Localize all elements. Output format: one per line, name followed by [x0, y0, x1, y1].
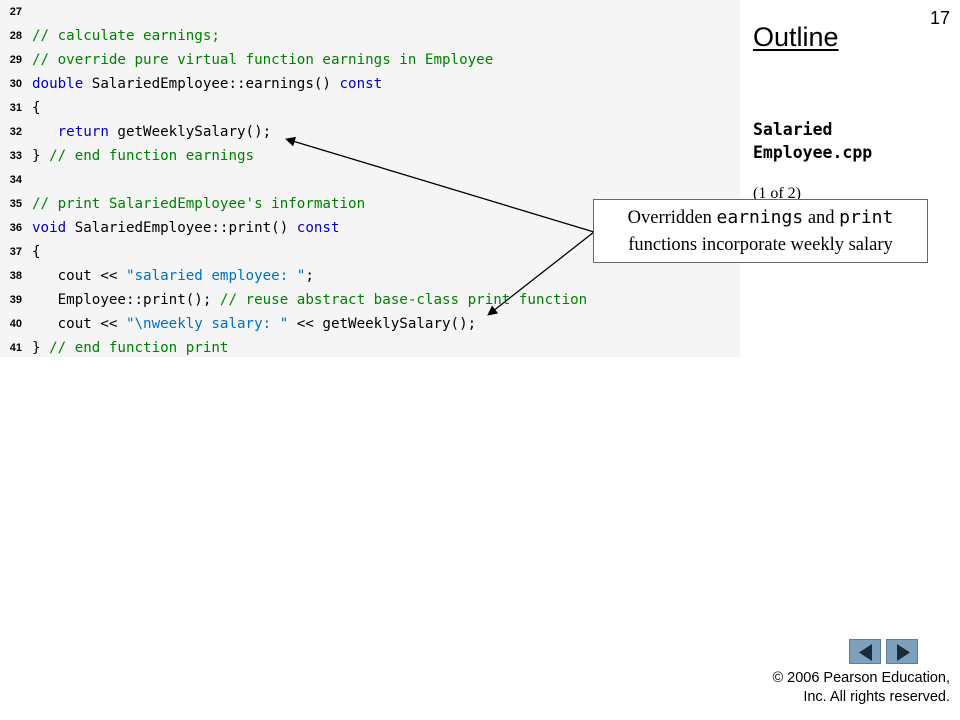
callout-text-suffix: functions incorporate weekly salary [628, 235, 893, 255]
code-keyword: double [32, 76, 84, 92]
code-line: 31 { [0, 96, 41, 120]
code-token: ; [305, 268, 314, 284]
code-line: 36 void SalariedEmployee::print() const [0, 216, 340, 240]
code-keyword: return [57, 124, 109, 140]
line-number: 33 [9, 150, 22, 162]
callout-box: Overridden earnings and print functions … [593, 199, 928, 263]
code-string: "salaried employee: " [125, 268, 306, 284]
copyright-line-1: © 2006 Pearson Education, [772, 670, 950, 686]
previous-slide-button[interactable] [849, 639, 881, 664]
code-line: 35 // print SalariedEmployee's informatio… [0, 192, 365, 216]
line-number: 41 [9, 342, 22, 354]
code-text: { [32, 240, 41, 264]
line-number: 37 [9, 246, 22, 258]
code-token: getWeeklySalary(); [108, 124, 272, 140]
code-token: SalariedEmployee::earnings() [83, 76, 340, 92]
callout-text-prefix: Overridden [627, 208, 717, 228]
line-number: 40 [9, 318, 22, 330]
code-line: 30 double SalariedEmployee::earnings() co… [0, 72, 382, 96]
slide-number: 17 [929, 8, 950, 28]
code-text: { [32, 96, 41, 120]
next-slide-button[interactable] [886, 639, 918, 664]
page-indicator: (1 of 2) [753, 185, 801, 202]
code-text: } // end function print [32, 336, 228, 360]
code-text: // print SalariedEmployee's information [32, 192, 365, 216]
code-token: { [32, 244, 41, 260]
code-line: 33} // end function earnings [0, 144, 254, 168]
line-number: 36 [9, 222, 22, 234]
line-number: 28 [9, 30, 22, 42]
code-comment: // override pure virtual function earnin… [32, 52, 494, 68]
code-text: } // end function earnings [32, 144, 254, 168]
code-text: cout << "\nweekly salary: " << getWeekly… [32, 312, 477, 336]
line-number: 30 [9, 78, 22, 90]
code-keyword: const [339, 76, 383, 92]
line-number: 29 [9, 54, 22, 66]
code-line: 39 Employee::print(); // reuse abstract … [0, 288, 587, 312]
code-comment: // reuse abstract base-class print funct… [219, 292, 588, 308]
code-listing: 27 28 // calculate earnings; 29 // override … [0, 0, 740, 357]
code-line: 28 // calculate earnings; [0, 24, 220, 48]
callout-text-middle: and [803, 208, 840, 228]
code-token: } [32, 340, 50, 356]
code-token: cout << [32, 268, 126, 284]
code-token: SalariedEmployee::print() [66, 220, 297, 236]
code-line: 34 [0, 168, 32, 192]
code-comment: // print SalariedEmployee's information [32, 196, 366, 212]
outline-title[interactable]: Outline [753, 22, 839, 52]
code-keyword: const [296, 220, 340, 236]
code-line: 40 cout << "\nweekly salary: " << getWee… [0, 312, 476, 336]
line-number: 39 [9, 294, 22, 306]
triangle-left-icon [859, 644, 872, 661]
code-token: { [32, 100, 41, 116]
line-number: 35 [9, 198, 22, 210]
code-text: void SalariedEmployee::print() const [32, 216, 340, 240]
code-line: 27 [0, 0, 32, 24]
code-string: "\nweekly salary: " [125, 316, 289, 332]
code-text: cout << "salaried employee: "; [32, 264, 314, 288]
code-text: // override pure virtual function earnin… [32, 48, 493, 72]
code-text: Employee::print(); // reuse abstract bas… [32, 288, 588, 312]
code-token [32, 124, 58, 140]
code-comment: // calculate earnings; [32, 28, 220, 44]
line-number: 34 [9, 174, 22, 186]
code-keyword: void [32, 220, 67, 236]
copyright-line-2: Inc. All rights reserved. [803, 689, 950, 705]
code-text: // calculate earnings; [32, 24, 220, 48]
triangle-right-icon [897, 644, 910, 661]
line-number: 27 [9, 6, 22, 18]
copyright-notice: © 2006 Pearson Education, Inc. All right… [730, 669, 950, 707]
code-text: return getWeeklySalary(); [32, 120, 272, 144]
code-token: Employee::print(); [32, 292, 220, 308]
line-number: 32 [9, 126, 22, 138]
callout-code-earnings: earnings [716, 207, 804, 228]
code-line: 37 { [0, 240, 41, 264]
code-token: } [32, 148, 50, 164]
callout-code-print: print [839, 207, 894, 228]
code-comment: // end function print [49, 340, 229, 356]
code-text: double SalariedEmployee::earnings() cons… [32, 72, 382, 96]
code-comment: // end function earnings [49, 148, 255, 164]
line-number: 38 [9, 270, 22, 282]
code-line: 38 cout << "salaried employee: "; [0, 264, 314, 288]
line-number: 31 [9, 102, 22, 114]
code-line: 41} // end function print [0, 336, 229, 360]
code-line: 29 // override pure virtual function earn… [0, 48, 494, 72]
file-name: Salaried Employee.cpp [753, 120, 873, 162]
code-line: 32 return getWeeklySalary(); [0, 120, 271, 144]
code-token: cout << [32, 316, 126, 332]
code-token: << getWeeklySalary(); [288, 316, 477, 332]
